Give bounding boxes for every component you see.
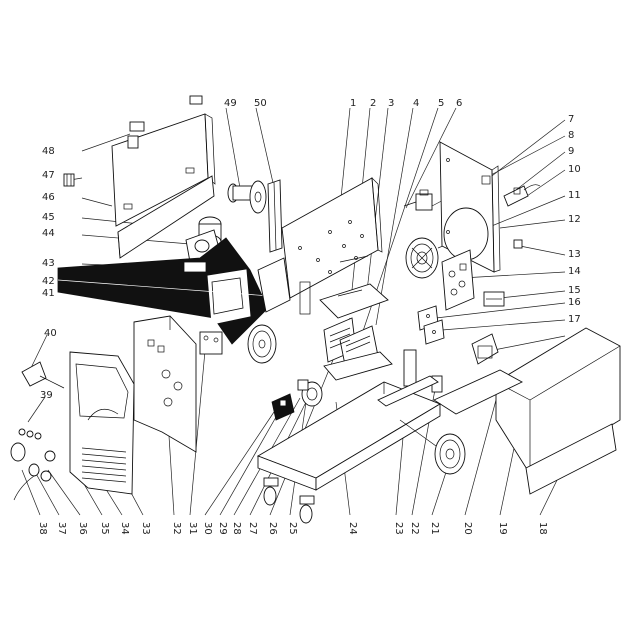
callout-label-24: 24 — [347, 522, 358, 535]
callout-label-39: 39 — [40, 390, 53, 401]
callout-label-33: 33 — [140, 522, 151, 535]
callout-label-21: 21 — [429, 522, 440, 535]
callout-label-31: 31 — [187, 522, 198, 535]
callout-label-36: 36 — [77, 522, 88, 535]
front-control-panel — [133, 315, 223, 453]
callout-label-3: 3 — [388, 98, 394, 109]
callout-label-48: 48 — [42, 146, 55, 157]
callout-label-11: 11 — [568, 190, 581, 201]
callout-label-5: 5 — [438, 98, 444, 109]
bottom-plate — [433, 369, 523, 415]
callout-label-38: 38 — [37, 522, 48, 535]
callout-label-23: 23 — [393, 522, 404, 535]
torch-handle — [21, 361, 65, 389]
side-cover-plate — [525, 423, 617, 495]
callout-label-35: 35 — [99, 522, 110, 535]
power-connector — [10, 442, 40, 501]
callout-label-14: 14 — [568, 266, 581, 277]
callout-label-30: 30 — [202, 522, 213, 535]
callout-label-42: 42 — [42, 276, 55, 287]
callout-label-44: 44 — [42, 228, 55, 239]
callout-label-9: 9 — [568, 146, 574, 157]
control-knobs — [18, 428, 56, 482]
callout-label-41: 41 — [42, 288, 55, 299]
callout-label-1: 1 — [350, 98, 356, 109]
small-boards — [417, 305, 445, 345]
front-wheel — [247, 324, 277, 364]
rear-wheel — [434, 433, 466, 475]
small-nut — [513, 239, 523, 249]
caster-wheels — [263, 477, 315, 524]
drive-gear — [297, 379, 323, 407]
callout-label-47: 47 — [42, 170, 55, 181]
callout-label-46: 46 — [42, 192, 55, 203]
callout-label-49: 49 — [224, 98, 237, 109]
callout-label-7: 7 — [568, 114, 574, 125]
terminal-board — [483, 291, 505, 307]
side-panel — [117, 175, 215, 259]
callout-label-20: 20 — [462, 522, 473, 535]
hinge-parts — [63, 95, 203, 187]
callout-label-18: 18 — [537, 522, 548, 535]
bracket-bar — [267, 179, 283, 253]
callout-label-37: 37 — [56, 522, 67, 535]
rectifier-blocks — [323, 317, 393, 381]
callout-label-2: 2 — [370, 98, 376, 109]
callout-label-6: 6 — [456, 98, 462, 109]
callout-label-13: 13 — [568, 249, 581, 260]
control-board — [441, 249, 475, 311]
callout-label-19: 19 — [497, 522, 508, 535]
callout-label-40: 40 — [44, 328, 57, 339]
callout-label-29: 29 — [217, 522, 228, 535]
callout-label-10: 10 — [568, 164, 581, 175]
callout-label-32: 32 — [171, 522, 182, 535]
inner-plate — [319, 255, 389, 319]
callout-label-27: 27 — [247, 522, 258, 535]
chassis-base — [256, 375, 442, 491]
spool-holder — [227, 180, 267, 214]
callout-label-16: 16 — [568, 297, 581, 308]
callout-label-15: 15 — [568, 285, 581, 296]
callout-label-25: 25 — [287, 522, 298, 535]
front-bezel — [69, 351, 135, 495]
highlighted-wire-feed-area — [57, 237, 271, 345]
callout-label-26: 26 — [267, 522, 278, 535]
callout-label-8: 8 — [568, 130, 574, 141]
callout-label-17: 17 — [568, 314, 581, 325]
terminal-block — [271, 393, 295, 421]
callout-label-34: 34 — [119, 522, 130, 535]
callout-label-22: 22 — [409, 522, 420, 535]
callout-label-50: 50 — [254, 98, 267, 109]
callout-label-4: 4 — [413, 98, 419, 109]
callout-label-12: 12 — [568, 214, 581, 225]
callout-label-43: 43 — [42, 258, 55, 269]
callout-label-28: 28 — [231, 522, 242, 535]
cooling-fan — [405, 237, 439, 279]
callout-label-45: 45 — [42, 212, 55, 223]
switch-component — [403, 189, 433, 211]
middle-frame-panel — [257, 177, 383, 315]
gas-valve — [503, 184, 541, 207]
transformer — [471, 333, 499, 365]
